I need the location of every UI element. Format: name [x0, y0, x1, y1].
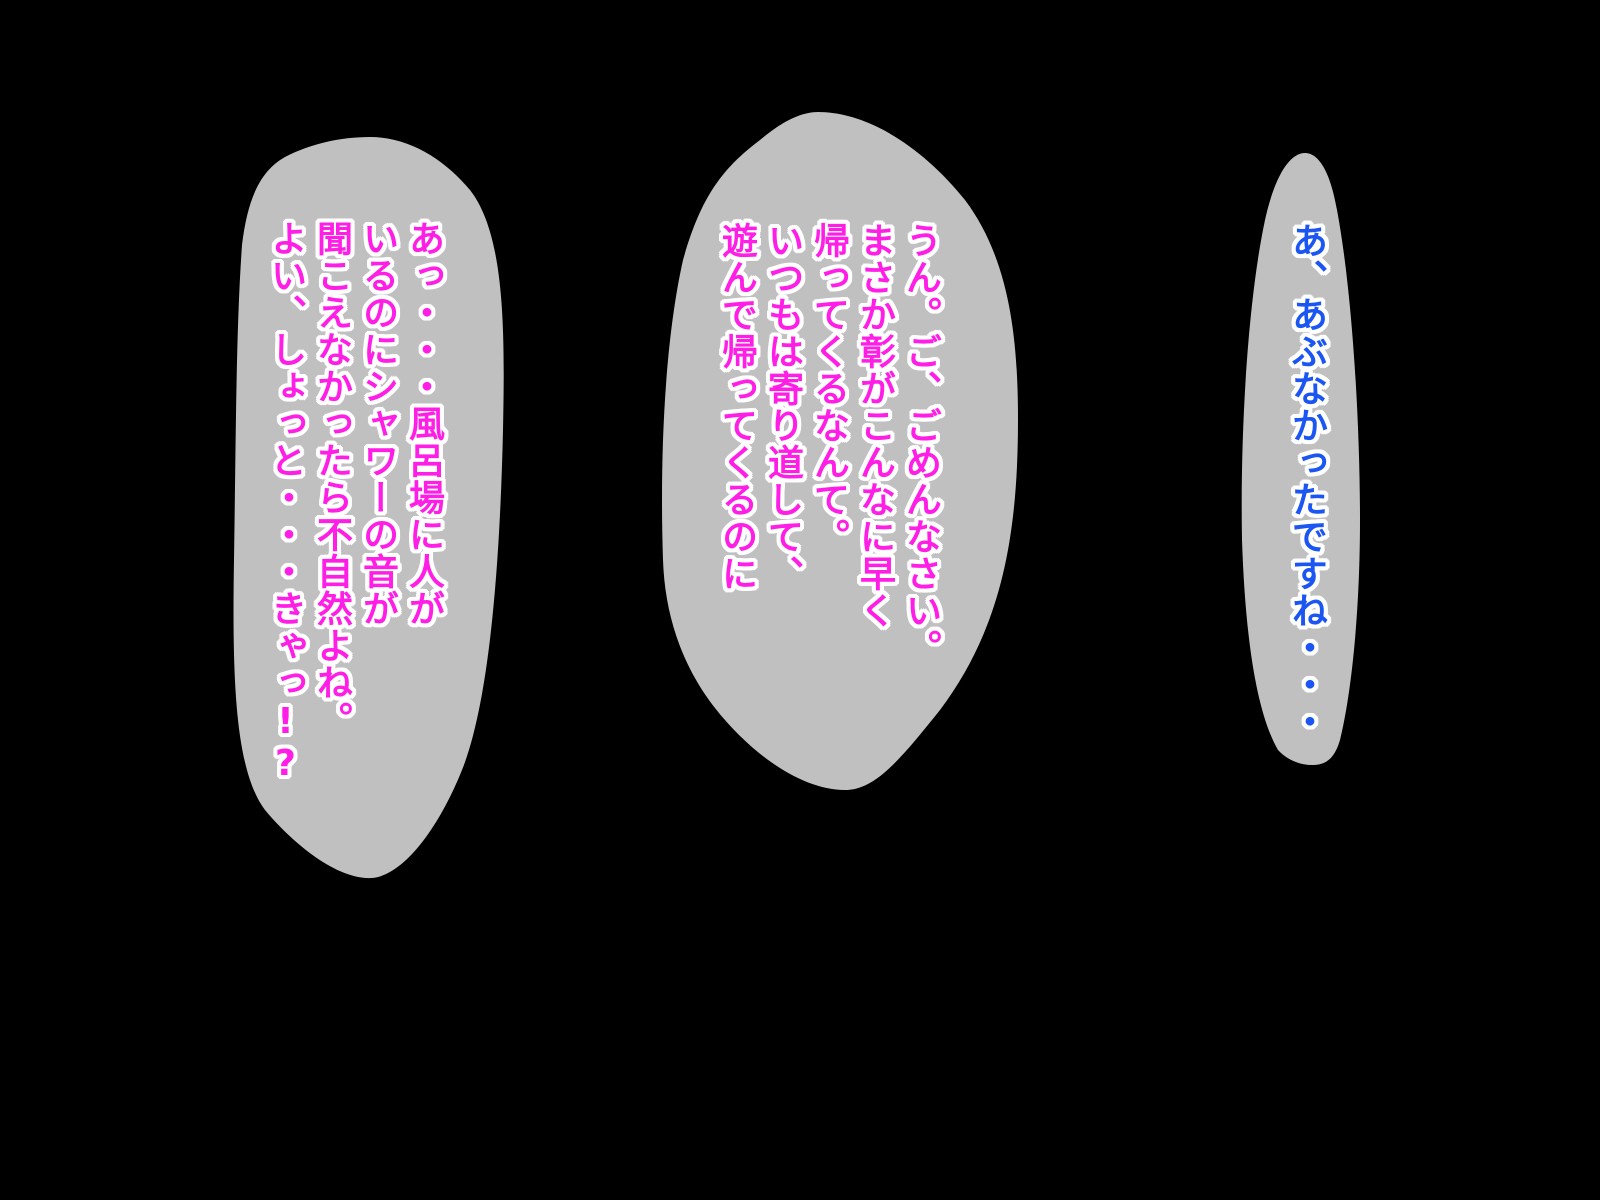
dialogue-line: あっ・・・風呂場に人が [403, 220, 444, 627]
dialogue-line: 帰ってくるなんて。 [808, 222, 849, 555]
dialogue-left: あっ・・・風呂場に人が いるのにシャワーの音が 聞こえなかったら不自然よね。 よ… [262, 220, 446, 785]
dialogue-line: うん。ご、ごめんなさい。 [900, 222, 941, 666]
dialogue-line: 遊んで帰ってくるのに [716, 222, 757, 592]
speech-bubble-left [233, 137, 504, 879]
dialogue-line: いるのにシャワーの音が [357, 220, 398, 627]
dialogue-line: 聞こえなかったら不自然よね。 [311, 220, 352, 738]
speech-bubble-right [1241, 153, 1360, 765]
dialogue-line: よい、しょっと・・・きゃっ!? [265, 220, 306, 785]
dialogue-middle: うん。ご、ごめんなさい。 まさか彰がこんなに早く 帰ってくるなんて。 いつもは寄… [713, 222, 943, 666]
dialogue-line: まさか彰がこんなに早く [854, 222, 895, 629]
dialogue-line: いつもは寄り道して、 [762, 222, 803, 592]
dialogue-right: あ、あぶなかったですね・・・ [1283, 222, 1329, 740]
dialogue-line: あ、あぶなかったですね・・・ [1286, 222, 1327, 740]
speech-bubble-middle [662, 112, 1018, 790]
